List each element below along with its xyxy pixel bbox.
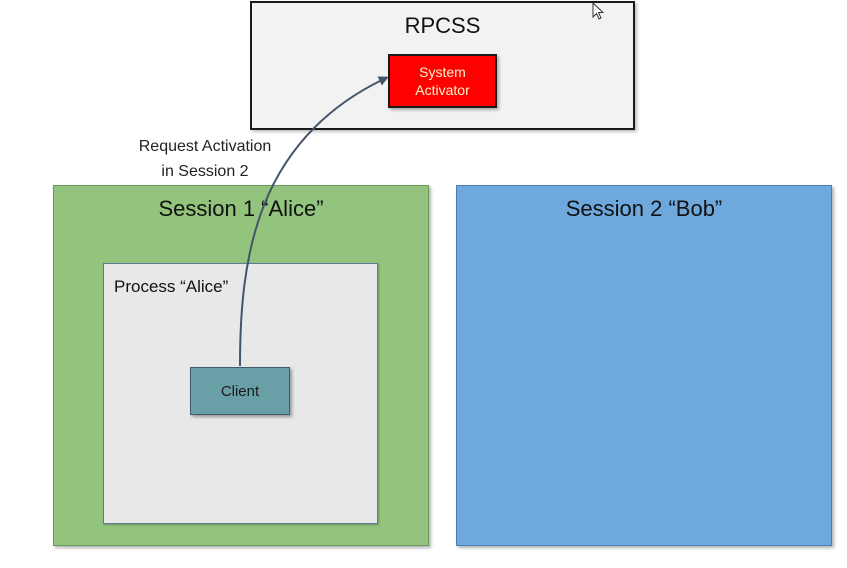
mouse-pointer-icon <box>592 2 605 20</box>
rpcss-title: RPCSS <box>404 13 481 38</box>
session-1-title: Session 1 “Alice” <box>158 196 324 221</box>
system-activator-box: System Activator <box>388 54 497 108</box>
activation-arrow-path <box>239 76 389 367</box>
process-alice-title: Process “Alice” <box>114 277 229 296</box>
client-box: Client <box>190 367 290 415</box>
request-activation-label: Request Activation in Session 2 <box>138 138 272 180</box>
system-activator-label: System Activator <box>415 64 470 98</box>
session-2-title: Session 2 “Bob” <box>565 196 723 221</box>
client-label: Client <box>220 382 260 400</box>
session-2-box: Session 2 “Bob” <box>456 185 832 546</box>
